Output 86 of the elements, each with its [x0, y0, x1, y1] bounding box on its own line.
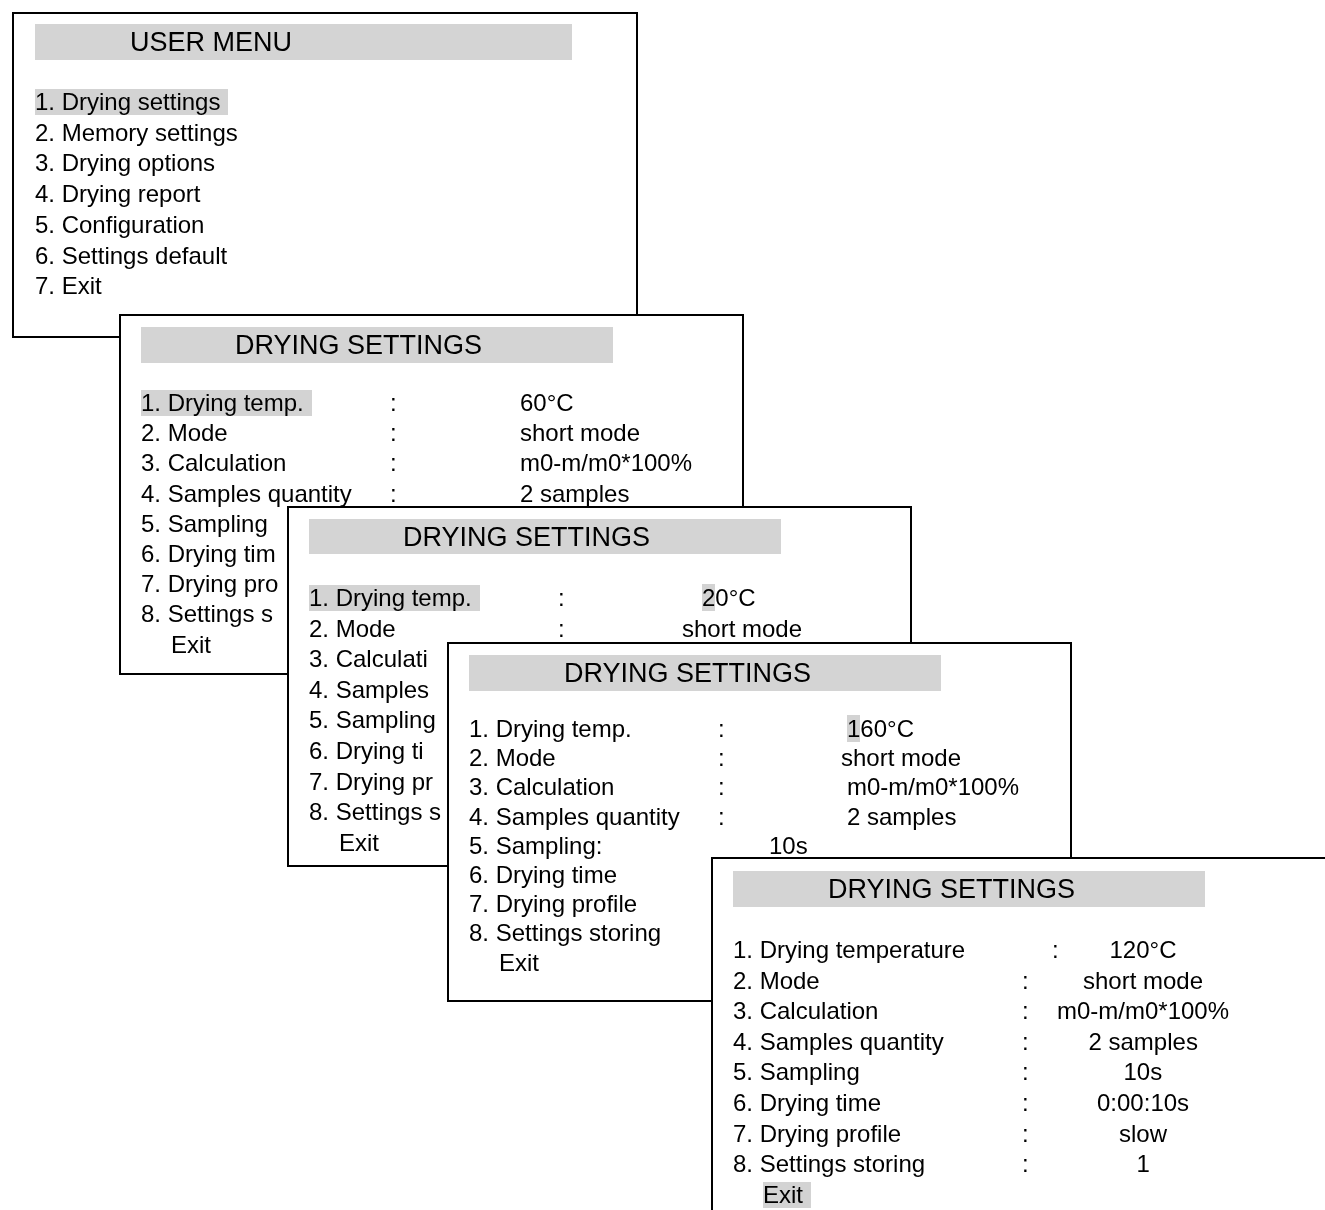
menu-item: 7. Drying pr [309, 768, 434, 795]
menu-item: 1. Drying temp. [141, 390, 312, 416]
menu-item: 5. Sampling [309, 707, 436, 734]
menu-item: 5. Sampling: [469, 832, 603, 859]
separator-colon: : [718, 745, 725, 772]
menu-item: 4. Samples quantity [469, 803, 680, 830]
separator-colon: : [1022, 967, 1029, 994]
menu-item: 6. Drying tim [141, 541, 276, 567]
separator-colon: : [558, 615, 565, 642]
menu-item: 2. Mode [309, 615, 396, 642]
menu-item: 5. Sampling [733, 1059, 860, 1086]
setting-value: 20°C [702, 585, 756, 611]
menu-item: 2. Mode [469, 745, 556, 772]
menu-item: 4. Samples quantity [141, 480, 352, 507]
setting-value: slow [1119, 1120, 1167, 1147]
menu-item: 5. Sampling [141, 510, 268, 537]
separator-colon: : [718, 803, 725, 830]
separator-colon: : [1022, 998, 1029, 1025]
separator-colon: : [390, 420, 397, 447]
menu-item: 7. Drying pro [141, 571, 279, 598]
setting-value: short mode [1083, 967, 1204, 994]
menu-item: 6. Drying time [733, 1090, 882, 1116]
menu-item: 1. Drying temp. [309, 585, 480, 611]
setting-value: 2 samples [847, 803, 957, 830]
menu-item: 5. Configuration [35, 211, 205, 238]
menu-item: 7. Drying profile [469, 891, 638, 918]
separator-colon: : [1052, 937, 1059, 963]
menu-item: 3. Calculation [733, 998, 879, 1025]
setting-value: 60°C [520, 390, 574, 416]
menu-item: 2. Memory settings [35, 119, 238, 146]
separator-colon: : [390, 390, 397, 416]
menu-item: 8. Settings s [141, 601, 274, 628]
menu-item: 1. Drying temperature [733, 937, 966, 963]
separator-colon: : [1022, 1028, 1029, 1055]
menu-panel [711, 857, 1325, 1210]
menu-item: Exit [171, 631, 211, 658]
menu-item: 2. Mode [733, 967, 820, 994]
menu-item: 6. Settings default [35, 242, 228, 269]
panel-title: DRYING SETTINGS [469, 655, 941, 691]
separator-colon: : [1022, 1059, 1029, 1086]
separator-colon: : [558, 585, 565, 611]
menu-item: 8. Settings storing [733, 1151, 926, 1178]
menu-item: 1. Drying temp. [469, 716, 632, 742]
panel-title: DRYING SETTINGS [141, 327, 613, 363]
panel-title: DRYING SETTINGS [733, 871, 1205, 907]
menu-item: 7. Exit [35, 273, 102, 300]
menu-item: 4. Samples [309, 676, 430, 703]
setting-value: short mode [841, 745, 962, 772]
menu-item: Exit [763, 1181, 811, 1208]
menu-item: 8. Settings storing [469, 920, 662, 947]
separator-colon: : [1022, 1090, 1029, 1116]
menu-item: 3. Calculation [469, 774, 615, 801]
setting-value: 120°C [1109, 937, 1177, 963]
setting-value: m0-m/m0*100% [847, 774, 1020, 801]
menu-item: 7. Drying profile [733, 1120, 902, 1147]
separator-colon: : [1022, 1151, 1029, 1178]
menu-item: Exit [339, 829, 379, 856]
menu-item: 4. Samples quantity [733, 1028, 944, 1055]
setting-value: 10s [1123, 1059, 1163, 1086]
menu-item: 6. Drying time [469, 862, 618, 888]
setting-value: 0:00:10s [1097, 1090, 1190, 1116]
separator-colon: : [390, 450, 397, 477]
setting-value: 2 samples [1088, 1028, 1198, 1055]
setting-value: 2 samples [520, 480, 630, 507]
panel-title: USER MENU [35, 24, 572, 60]
menu-item: 4. Drying report [35, 181, 201, 208]
setting-value: 160°C [847, 716, 914, 742]
setting-value: 10s [769, 832, 808, 859]
setting-value: short mode [520, 420, 641, 447]
separator-colon: : [1022, 1120, 1029, 1147]
setting-value: short mode [682, 615, 803, 642]
menu-item: 3. Drying options [35, 150, 216, 177]
setting-value: m0-m/m0*100% [1057, 998, 1230, 1025]
separator-colon: : [718, 774, 725, 801]
menu-item: Exit [499, 949, 539, 976]
separator-colon: : [718, 716, 725, 742]
menu-item: 8. Settings s [309, 799, 442, 826]
menu-item: 6. Drying ti [309, 738, 424, 764]
menu-item: 1. Drying settings [35, 89, 229, 115]
menu-item: 3. Calculati [309, 646, 428, 673]
menu-item: 2. Mode [141, 420, 228, 447]
setting-value: 1 [1136, 1151, 1150, 1178]
separator-colon: : [390, 480, 397, 507]
menu-item: 3. Calculation [141, 450, 287, 477]
setting-value: m0-m/m0*100% [520, 450, 693, 477]
panel-title: DRYING SETTINGS [309, 519, 781, 554]
